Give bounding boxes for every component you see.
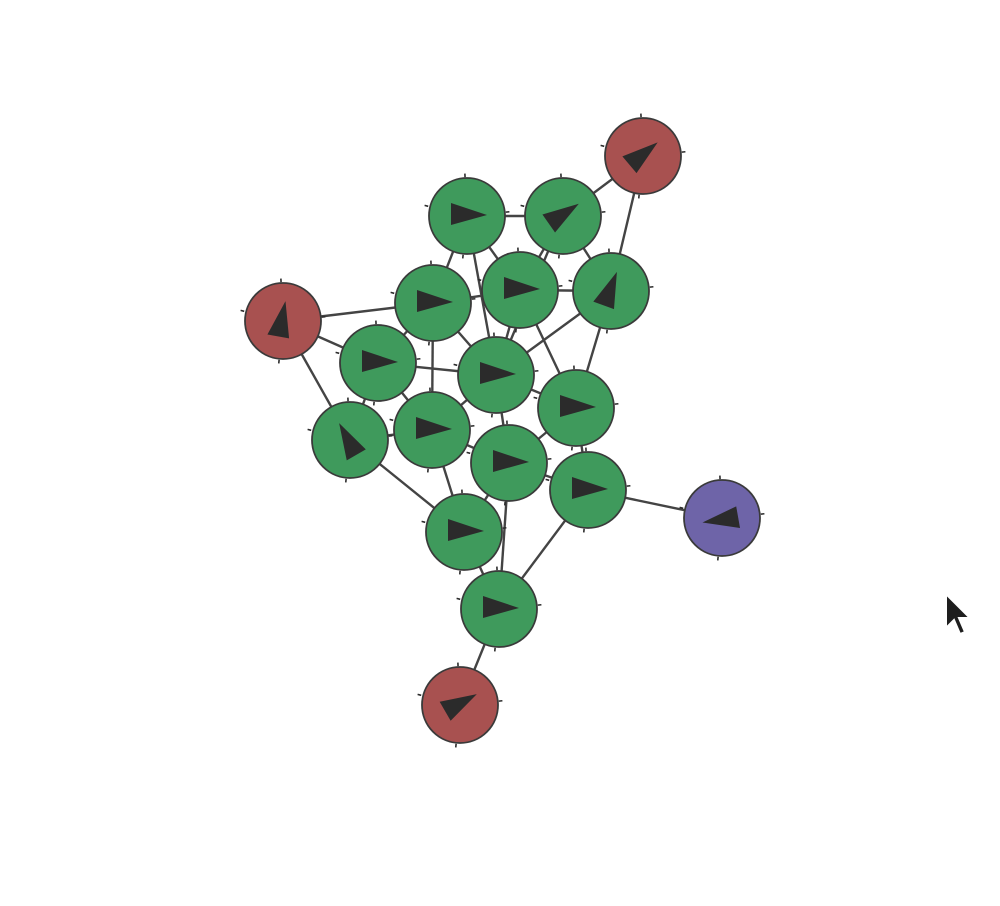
direction-arrow-icon: [622, 142, 658, 174]
red-node[interactable]: [600, 113, 686, 199]
node-tick: [335, 351, 340, 355]
direction-arrow-icon: [480, 362, 516, 384]
node-tick: [389, 418, 394, 422]
node-tick: [417, 693, 422, 697]
node-tick: [240, 309, 245, 313]
blue-node[interactable]: [679, 475, 765, 561]
node-tick: [600, 144, 605, 148]
green-node[interactable]: [421, 489, 507, 575]
direction-arrow-icon: [483, 596, 519, 618]
green-node[interactable]: [477, 247, 563, 333]
direction-arrow-icon: [451, 203, 487, 225]
direction-arrow-icon: [339, 423, 366, 461]
node-tick: [390, 291, 395, 295]
node-tick: [466, 451, 471, 455]
node-tick: [533, 396, 538, 400]
direction-arrow-icon: [560, 395, 596, 417]
direction-arrow-icon: [417, 290, 453, 312]
direction-arrow-icon: [702, 506, 741, 529]
direction-arrow-icon: [267, 301, 290, 339]
direction-arrow-icon: [362, 350, 398, 372]
red-node[interactable]: [417, 662, 503, 748]
green-node[interactable]: [453, 332, 539, 418]
node-tick: [307, 428, 312, 432]
mouse-pointer-icon: [945, 592, 973, 636]
direction-arrow-icon: [493, 450, 529, 472]
direction-arrow-icon: [416, 417, 452, 439]
node-tick: [520, 204, 525, 208]
node-tick: [568, 279, 573, 283]
green-node[interactable]: [520, 173, 606, 259]
green-node[interactable]: [389, 387, 475, 473]
direction-arrow-icon: [504, 277, 540, 299]
graph-nodes: [240, 113, 765, 748]
green-node[interactable]: [424, 173, 510, 259]
green-node[interactable]: [533, 365, 619, 451]
direction-arrow-icon: [593, 271, 617, 310]
direction-arrow-icon: [542, 203, 579, 233]
direction-arrow-icon: [439, 694, 477, 721]
node-tick: [679, 506, 684, 510]
green-node[interactable]: [568, 248, 654, 334]
green-node[interactable]: [390, 260, 476, 346]
node-tick: [545, 478, 550, 482]
node-tick: [421, 520, 426, 524]
direction-arrow-icon: [572, 477, 608, 499]
node-tick: [424, 204, 429, 208]
direction-arrow-icon: [448, 519, 484, 541]
green-node[interactable]: [456, 566, 542, 652]
node-tick: [477, 278, 482, 282]
green-node[interactable]: [545, 447, 631, 533]
green-node[interactable]: [466, 420, 552, 506]
green-node[interactable]: [307, 397, 393, 483]
red-node[interactable]: [240, 278, 326, 364]
green-node[interactable]: [335, 320, 421, 406]
node-tick: [453, 363, 458, 367]
node-tick: [456, 597, 461, 601]
